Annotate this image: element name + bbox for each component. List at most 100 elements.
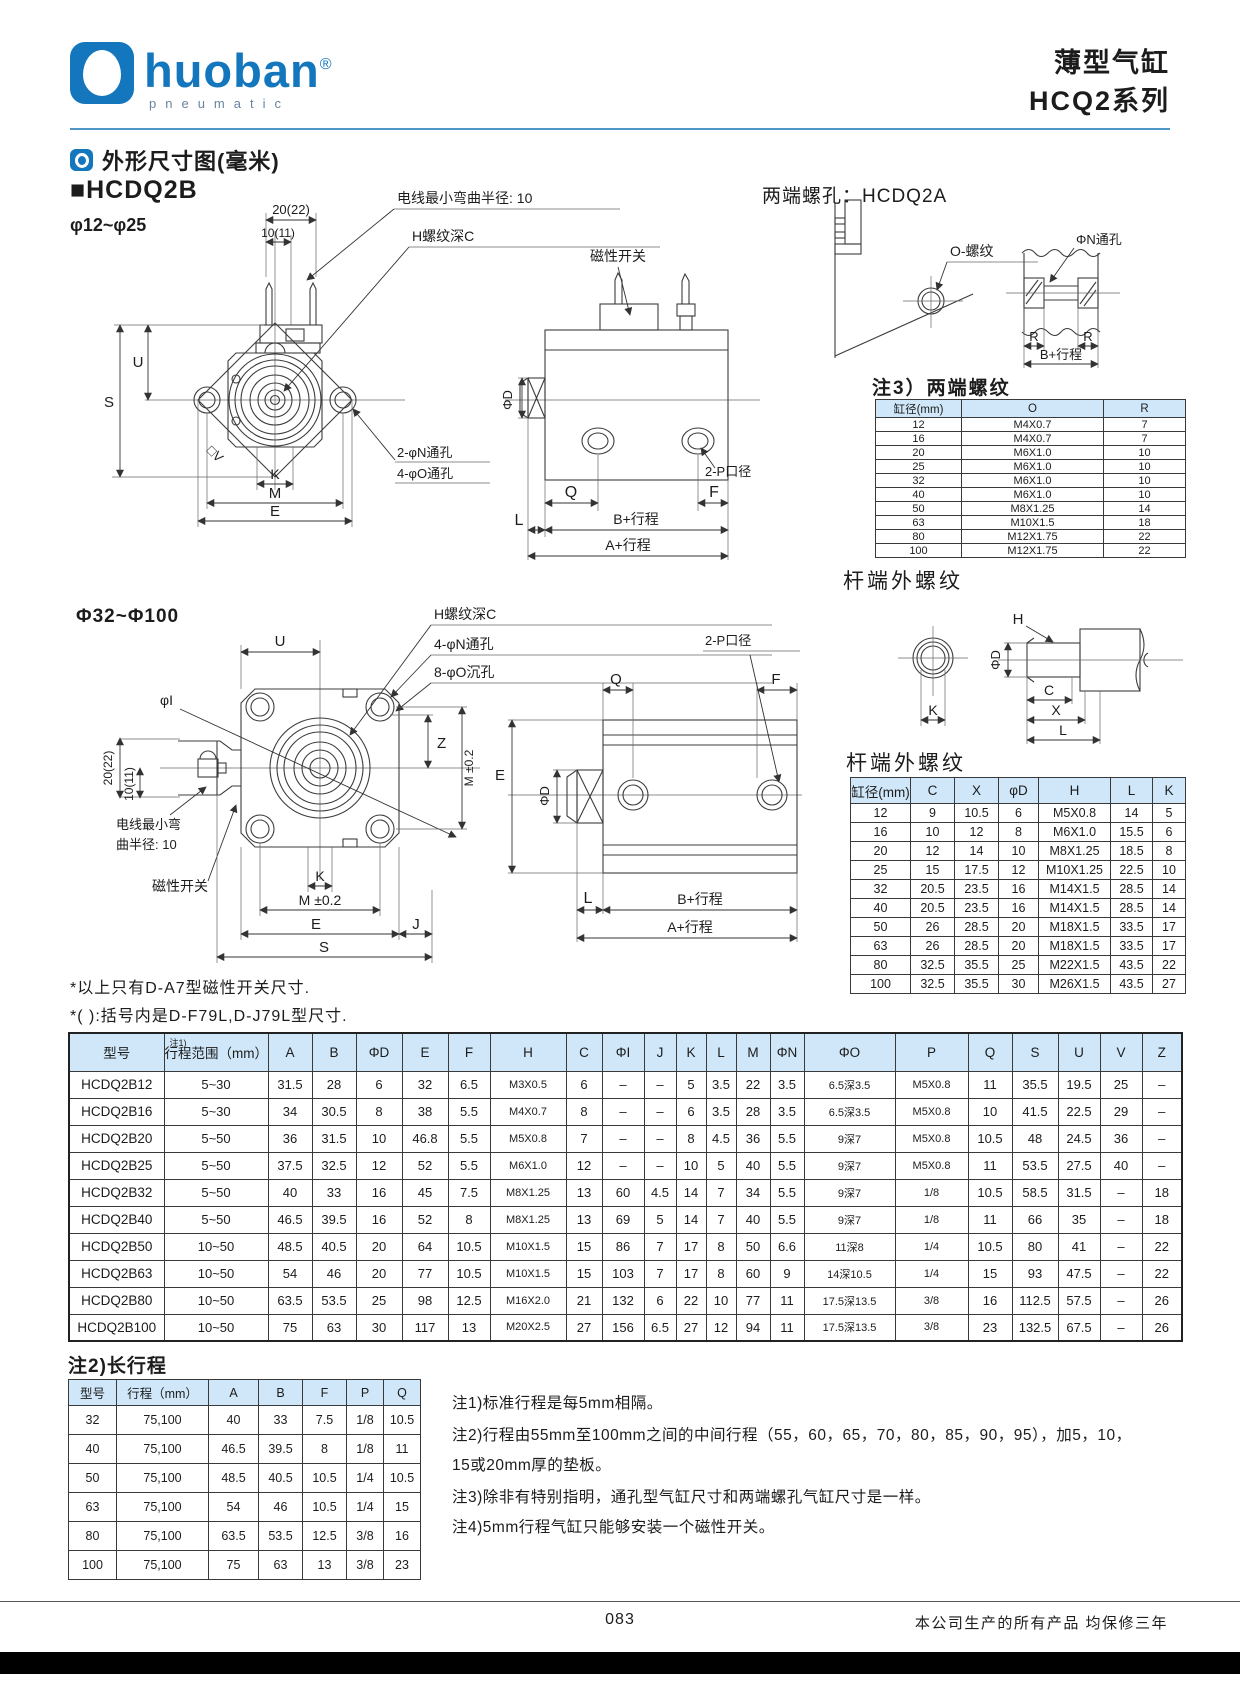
table-cell: 19.5: [1057, 1070, 1101, 1099]
table-cell: 5.5: [769, 1178, 805, 1207]
table-cell: 15.5: [1110, 822, 1153, 842]
table-cell: 35.5: [954, 974, 999, 994]
table-cell: M8X1.25: [961, 501, 1104, 516]
table-cell: 117: [401, 1313, 449, 1342]
table-cell: 10.5: [967, 1178, 1013, 1207]
table-cell: HCDQ2B40: [68, 1205, 165, 1234]
thread-depth-note: H螺纹深C: [412, 228, 474, 244]
hcdq2a-title: 两端螺孔：HCDQ2A: [762, 186, 948, 207]
note3-table-title: 注3）两端螺纹: [872, 378, 1011, 399]
table-header-row: 型号 行程（mm） A B F P Q: [68, 1379, 421, 1406]
table-cell: 3/8: [894, 1286, 969, 1315]
note-2-line2: 15或20mm厚的垫板。: [452, 1457, 612, 1474]
table-cell: 12: [705, 1313, 737, 1342]
table-cell: 39.5: [311, 1205, 357, 1234]
table-cell: 17: [1152, 936, 1186, 956]
table-cell: 22: [1141, 1232, 1183, 1261]
table-cell: 6.5深3.5: [803, 1097, 896, 1126]
table-cell: 22: [1152, 955, 1186, 975]
table-cell: 50: [850, 917, 911, 937]
col-a: A: [208, 1379, 259, 1406]
footer-divider: [0, 1601, 1240, 1602]
table-cell: –: [643, 1151, 677, 1180]
table-cell: M10X1.5: [489, 1259, 567, 1288]
front-view-small: 20(22) 10(11) 电线最小弯曲半径: 10 H螺纹深C U S K M…: [104, 190, 660, 527]
col-z: Z: [1141, 1032, 1183, 1072]
table-cell: 18.5: [1110, 841, 1153, 861]
table-cell: 14: [1103, 501, 1186, 516]
dim-b-stroke: B+行程: [677, 891, 723, 907]
col-m: M: [735, 1032, 771, 1072]
table-cell: 5~50: [163, 1124, 269, 1153]
table-cell: 10: [967, 1097, 1013, 1126]
table-cell: 25: [1099, 1070, 1143, 1099]
table-cell: 6.5: [447, 1070, 491, 1099]
dim-c: C: [1044, 682, 1054, 698]
series-name: 薄型气缸: [1054, 48, 1170, 78]
table-cell: 15: [565, 1232, 603, 1261]
table-cell: M6X1.0: [961, 473, 1104, 488]
table-cell: 5: [1152, 803, 1186, 823]
table-cell: 46.8: [401, 1124, 449, 1153]
table-cell: 36: [735, 1124, 771, 1153]
table-cell: M10X1.25: [1038, 860, 1111, 880]
magnetic-switch-label: 磁性开关: [590, 248, 646, 264]
table-cell: 5: [675, 1070, 707, 1099]
table-cell: 25: [875, 459, 962, 474]
table-cell: HCDQ2B63: [68, 1259, 165, 1288]
table-cell: M6X1.0: [961, 487, 1104, 502]
table-cell: 47.5: [1057, 1259, 1101, 1288]
table-cell: 6: [643, 1286, 677, 1315]
long-stroke-title: 注2)长行程: [68, 1356, 167, 1377]
table-cell: –: [643, 1070, 677, 1099]
table-cell: 8: [355, 1097, 403, 1126]
table-cell: 40: [850, 898, 911, 918]
table-cell: 63: [875, 515, 962, 530]
table-cell: M4X0.7: [961, 431, 1104, 446]
table-cell: 30: [355, 1313, 403, 1342]
dim-h: H: [1013, 611, 1024, 628]
table-cell: 3/8: [346, 1521, 384, 1551]
table-cell: 17.5深13.5: [803, 1313, 896, 1342]
table-cell: 22: [1103, 529, 1186, 544]
table-cell: M18X1.5: [1038, 917, 1111, 937]
table-cell: 12: [850, 803, 911, 823]
table-cell: 112.5: [1011, 1286, 1059, 1315]
table-cell: 3/8: [346, 1550, 384, 1580]
table-cell: 23: [967, 1313, 1013, 1342]
table-cell: 63.5: [208, 1521, 259, 1551]
table-cell: 53.5: [1011, 1151, 1059, 1180]
table-cell: 28.5: [954, 917, 999, 937]
table-cell: 28.5: [1110, 879, 1153, 899]
table-cell: 80: [68, 1521, 117, 1551]
table-cell: 1/4: [346, 1463, 384, 1493]
wire-radius-note-line1: 电线最小弯: [116, 817, 181, 832]
table-cell: 7: [1103, 417, 1186, 432]
dim-r-left: R: [1029, 329, 1038, 344]
table-cell: 5.5: [447, 1124, 491, 1153]
dim-e: E: [311, 916, 321, 933]
table-cell: M10X1.5: [489, 1232, 567, 1261]
table-cell: 15: [383, 1492, 421, 1522]
table-cell: 77: [401, 1259, 449, 1288]
table-cell: M5X0.8: [894, 1070, 969, 1099]
table-cell: M4X0.7: [489, 1097, 567, 1126]
table-cell: 14: [675, 1178, 707, 1207]
table-cell: 16: [850, 822, 911, 842]
table-cell: 36: [267, 1124, 313, 1153]
table-cell: –: [1141, 1097, 1183, 1126]
brand-logo-icon: [70, 42, 134, 104]
brand-logo: huoban® pneumatic: [70, 42, 332, 111]
table-cell: 50: [68, 1463, 117, 1493]
dim-10-11: 10(11): [122, 767, 136, 801]
table-cell: 25: [355, 1286, 403, 1315]
table-cell: 13: [302, 1550, 347, 1580]
col-b: B: [258, 1379, 303, 1406]
table-cell: HCDQ2B80: [68, 1286, 165, 1315]
